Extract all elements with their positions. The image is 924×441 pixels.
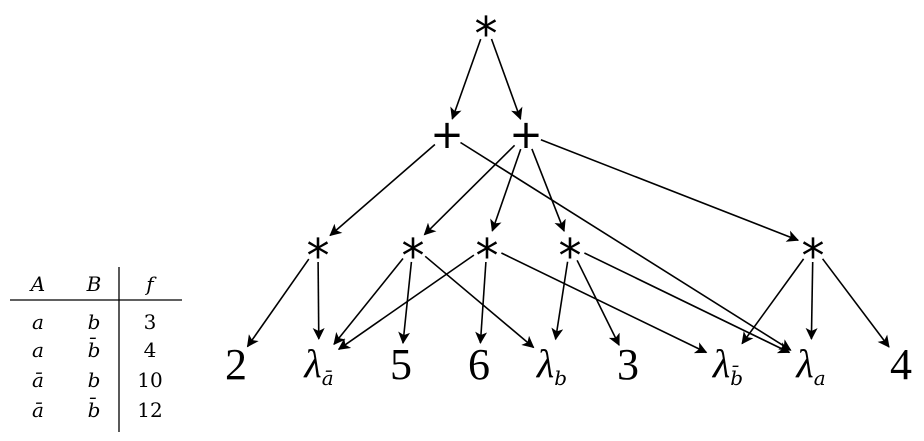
table-cell: 3: [144, 310, 157, 334]
factor-table: A B f a b 3 a b̄ 4 ā b 10 ā b̄ 12: [10, 267, 182, 432]
table-cell: 12: [137, 398, 162, 422]
table-row: ā b 10: [32, 368, 163, 392]
edge-times-2-to-leaf-lambda-abar: [333, 257, 404, 346]
edge-times-3-to-leaf-lambda-abar: [337, 254, 475, 350]
edge-plus-left-to-leaf-lambda-a: [460, 141, 792, 351]
node-leaf-lambda-bbar: λb̄: [712, 341, 743, 390]
table-row: a b̄ 4: [32, 337, 156, 362]
node-root: *: [475, 7, 498, 61]
node-times-3: *: [476, 229, 499, 283]
edge-times-4-to-leaf-3: [576, 259, 620, 346]
table-cell: a: [32, 310, 44, 334]
node-plus-right: +: [509, 112, 543, 158]
node-times-5: *: [802, 229, 825, 283]
edge-plus-right-to-times-3: [490, 148, 522, 232]
node-leaf-2: 2: [225, 340, 247, 389]
edge-root-to-plus-right: [490, 38, 523, 120]
circuit-edges: [246, 38, 890, 354]
edge-plus-right-to-times-5: [540, 139, 800, 242]
node-times-2: *: [402, 229, 425, 283]
node-leaf-4: 4: [890, 340, 912, 389]
table-header-a: A: [29, 272, 45, 296]
table-cell: 10: [137, 368, 162, 392]
circuit-nodes: * + + * * * * * 2 λā 5 6 λb 3 λb̄ λa 4: [225, 7, 912, 390]
edge-times-4-to-leaf-lambda-a: [584, 252, 791, 354]
table-row: ā b̄ 12: [32, 397, 163, 422]
edge-plus-left-to-times-1: [329, 143, 436, 237]
edge-plus-right-to-times-2: [423, 144, 516, 236]
table-cell: b: [88, 310, 101, 334]
table-header-b: B: [86, 272, 102, 296]
edge-times-3-to-leaf-6: [475, 261, 488, 344]
node-leaf-lambda-abar: λā: [303, 341, 333, 390]
table-cell: ā: [32, 398, 44, 422]
node-leaf-3: 3: [617, 340, 639, 389]
edge-times-1-to-leaf-2: [246, 258, 310, 348]
edge-times-1-to-leaf-lambda-abar: [312, 261, 325, 340]
edge-times-5-to-leaf-4: [821, 258, 890, 348]
node-times-4: *: [559, 229, 582, 283]
table-cell: a: [32, 338, 44, 362]
node-leaf-lambda-a: λa: [795, 341, 825, 390]
node-leaf-lambda-b: λb: [536, 341, 567, 390]
edge-root-to-plus-left: [450, 38, 482, 120]
table-cell: b̄: [88, 337, 101, 362]
table-row: a b 3: [32, 310, 156, 334]
node-leaf-6: 6: [468, 340, 490, 389]
node-plus-left: +: [430, 112, 464, 158]
node-times-1: *: [307, 229, 330, 283]
table-cell: b̄: [88, 397, 101, 422]
table-cell: b: [88, 368, 101, 392]
table-cell: ā: [32, 368, 44, 392]
edge-times-5-to-leaf-lambda-bbar: [741, 258, 805, 345]
edge-times-2-to-leaf-lambda-b: [424, 255, 535, 349]
edge-times-5-to-leaf-lambda-a: [805, 261, 818, 340]
table-header-f: f: [144, 272, 157, 296]
node-leaf-5: 5: [390, 340, 412, 389]
edge-times-3-to-leaf-lambda-bbar: [501, 252, 708, 354]
edge-plus-right-to-times-4: [531, 148, 566, 233]
edge-times-4-to-leaf-lambda-b: [551, 261, 569, 341]
table-cell: 4: [144, 338, 157, 362]
